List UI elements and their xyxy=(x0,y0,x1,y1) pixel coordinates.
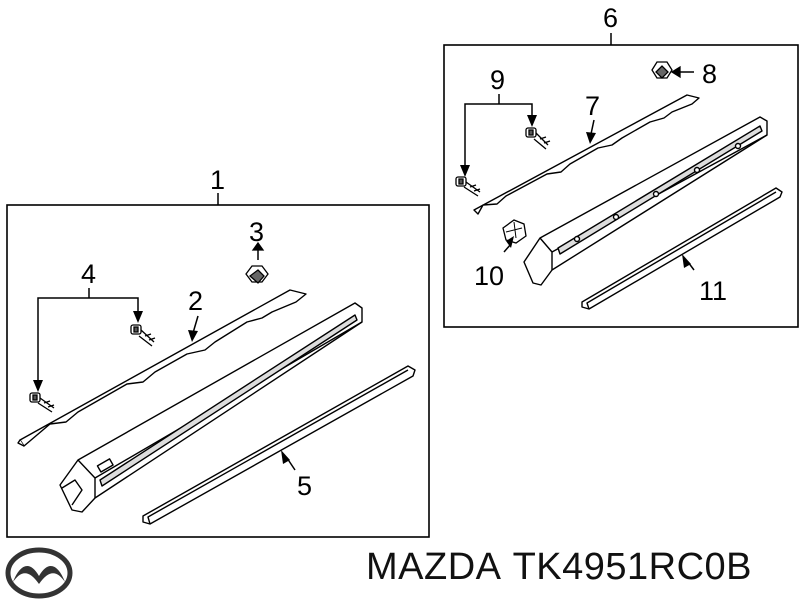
leader-9 xyxy=(464,94,533,167)
side-sill-garnish-right xyxy=(523,116,768,286)
part-4-screw-lower xyxy=(29,392,55,413)
right-frame xyxy=(443,44,799,328)
part-11-molding-strip xyxy=(581,187,783,310)
brand-part-number: MAZDA TK4951RC0B xyxy=(366,546,752,589)
arrow-10 xyxy=(506,236,514,248)
arrow-7 xyxy=(586,132,596,144)
callout-5: 5 xyxy=(297,471,312,501)
arrow-9b xyxy=(527,115,537,127)
leader-2 xyxy=(192,315,199,334)
arrow-5 xyxy=(281,450,290,464)
leader-7 xyxy=(590,119,595,135)
part-7-garnish-strip xyxy=(473,94,700,215)
callout-1: 1 xyxy=(210,165,225,195)
callout-4: 4 xyxy=(81,259,96,289)
arrow-9a xyxy=(460,165,470,177)
part-10-fastener xyxy=(502,219,527,244)
arrow-4a xyxy=(33,380,43,392)
callout-6: 6 xyxy=(603,3,618,33)
callout-8: 8 xyxy=(702,59,717,89)
part-9-screw-upper xyxy=(525,127,551,150)
part-9-screw-lower xyxy=(455,176,481,197)
arrow-4b xyxy=(133,311,143,323)
part-2-garnish-strip xyxy=(17,289,307,447)
right-assembly-group: 6 7 8 9 xyxy=(443,3,799,328)
part-5-molding-strip xyxy=(142,365,416,525)
left-assembly-group: 1 3 4 xyxy=(6,165,430,538)
callout-2: 2 xyxy=(188,286,203,316)
side-sill-garnish xyxy=(59,302,363,513)
arrow-2 xyxy=(188,330,198,342)
callout-11: 11 xyxy=(699,276,727,306)
callout-9: 9 xyxy=(490,65,505,95)
brand-name: MAZDA xyxy=(366,546,502,588)
callout-7: 7 xyxy=(585,91,600,121)
part-3-clip xyxy=(245,241,269,284)
part-number: TK4951RC0B xyxy=(512,546,753,588)
callout-3: 3 xyxy=(249,217,264,247)
callout-10: 10 xyxy=(474,261,504,291)
mazda-logo-icon xyxy=(5,547,73,599)
part-8-clip xyxy=(651,61,694,79)
leader-4 xyxy=(37,288,139,383)
arrow-11 xyxy=(682,254,691,268)
part-4-screw-upper xyxy=(130,324,156,347)
